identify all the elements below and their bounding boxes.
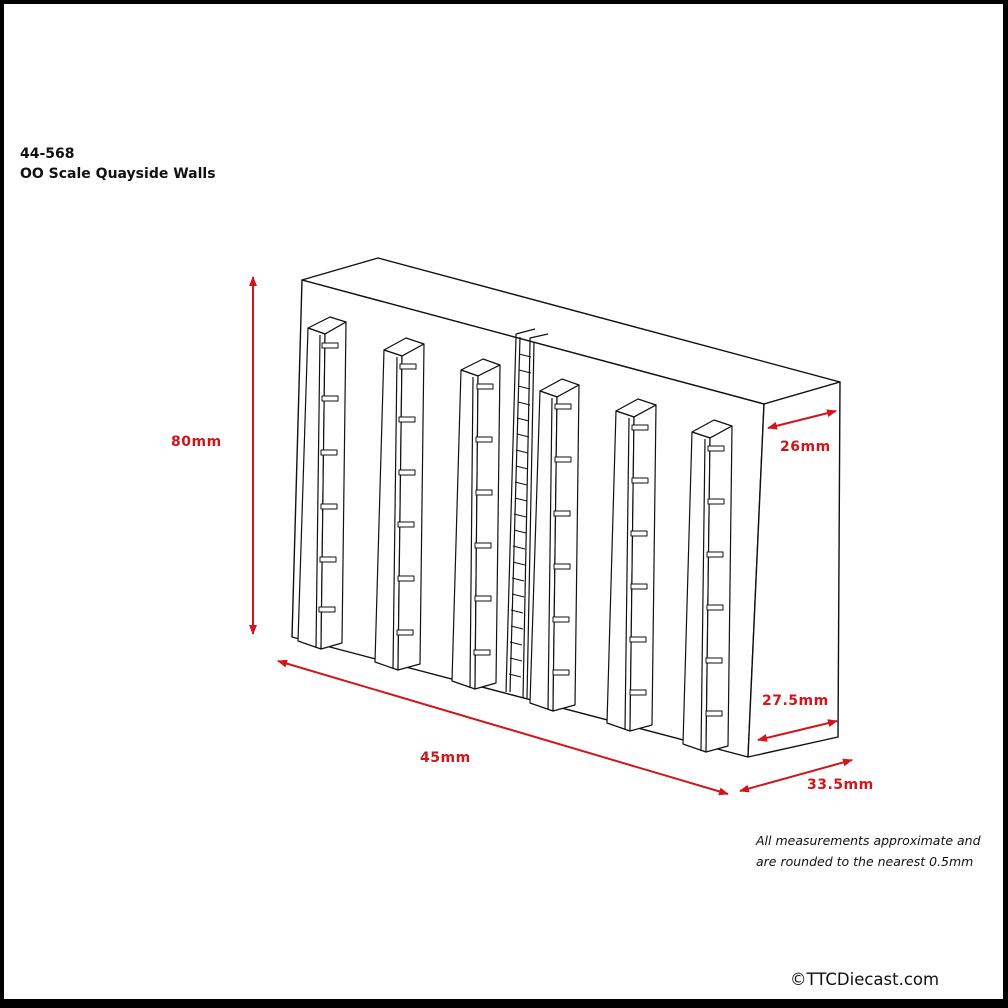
product-code: 44-568 — [20, 146, 75, 162]
depth-top-arrow — [767, 409, 837, 430]
measurement-note-line-2: are rounded to the nearest 0.5mm — [756, 854, 974, 869]
dimension-lines — [249, 276, 853, 796]
length-label: 45mm — [420, 750, 471, 766]
pillar-5 — [606, 398, 657, 732]
measurement-note-line-1: All measurements approximate and — [756, 833, 981, 848]
copyright-watermark: ©TTCDiecast.com — [790, 970, 940, 989]
pillar-4 — [529, 378, 580, 712]
base-depth-arrow — [739, 758, 853, 793]
diagram-canvas: 44-568 OO Scale Quayside Walls — [4, 4, 1003, 999]
pillar-2 — [374, 337, 425, 671]
depth-bottom-label: 27.5mm — [762, 693, 829, 709]
pillar-3 — [451, 358, 501, 690]
depth-top-label: 26mm — [780, 439, 831, 455]
pillar-1 — [297, 316, 347, 650]
base-depth-label: 33.5mm — [807, 777, 874, 793]
ladder — [505, 328, 549, 699]
product-name: OO Scale Quayside Walls — [20, 166, 216, 182]
quayside-wall-drawing — [249, 257, 853, 796]
measurement-note: All measurements approximate and are rou… — [756, 830, 981, 872]
pillar-6 — [682, 419, 733, 753]
height-label: 80mm — [171, 434, 222, 450]
depth-bottom-arrow — [757, 719, 838, 742]
length-arrow — [277, 659, 729, 796]
